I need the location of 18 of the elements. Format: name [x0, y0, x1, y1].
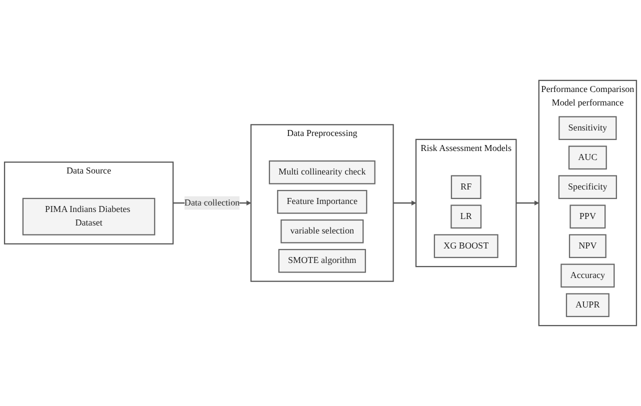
node-box: NPV [568, 234, 606, 258]
node-box: PPV [570, 204, 606, 229]
arrow [516, 200, 540, 206]
node-box: LR [450, 204, 482, 229]
node-box: AUC [568, 146, 607, 170]
node-box: Multi collinearity check [268, 160, 376, 184]
node-box: RF [450, 175, 482, 200]
node-box: Sensitivity [558, 116, 617, 140]
node-box: variable selection [280, 219, 364, 244]
node-box: PIMA Indians Diabetes Dataset [22, 198, 156, 236]
node-box: SMOTE algorithm [278, 248, 366, 273]
node-box: Accuracy [560, 264, 615, 288]
arrow [393, 200, 416, 206]
node-box: Feature Importance [277, 190, 368, 214]
edge-label: Data collection [184, 198, 240, 208]
node-box: AUPR [566, 293, 610, 318]
node-box: XG BOOST [434, 234, 498, 258]
node-box: Specificity [558, 175, 617, 200]
